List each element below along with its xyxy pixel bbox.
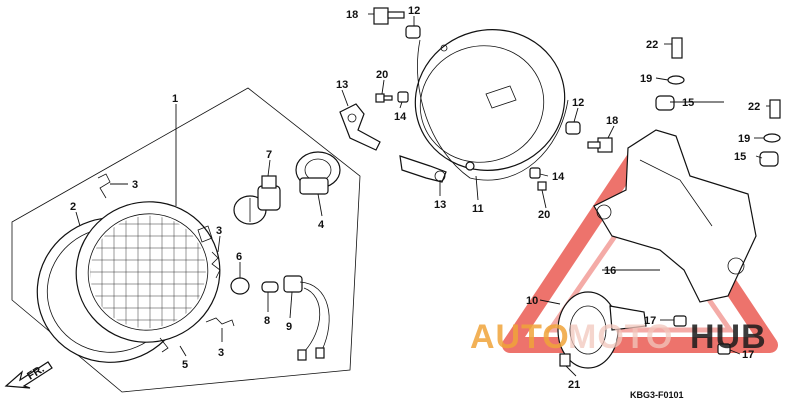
callout-22-right: 22 (748, 101, 760, 113)
callout-15-top: 15 (682, 97, 694, 109)
clip-spring-mid (211, 251, 221, 279)
callout-22-top: 22 (646, 39, 658, 51)
front-arrow-icon (4, 361, 53, 389)
watermark: AUTO MOTO HUB (470, 318, 767, 356)
mounting-bracket-left-bottom (399, 155, 447, 183)
watermark-auto: AUTO (470, 318, 570, 356)
callout-20-left: 20 (376, 69, 388, 81)
callout-20-right: 20 (538, 209, 550, 221)
clip-spring-bottom (205, 317, 235, 327)
case-collar-top (405, 25, 421, 39)
case-screw-left (375, 93, 393, 103)
callout-18-right: 18 (606, 115, 618, 127)
callout-18-top: 18 (346, 9, 358, 21)
position-socket-wire (283, 275, 330, 361)
callout-6: 6 (236, 251, 242, 263)
callout-13-top: 13 (336, 79, 348, 91)
callout-14-left: 14 (394, 111, 407, 123)
stay-bolt-lower (769, 99, 781, 119)
stay-rubber-lower (759, 151, 779, 167)
bulb-socket (295, 151, 341, 195)
callout-11: 11 (472, 203, 484, 215)
horn-nut-right (717, 343, 731, 355)
headlight-lens-unit (75, 200, 221, 353)
case-collar-right (565, 121, 581, 135)
position-grommet (230, 277, 250, 295)
callout-3-top: 3 (132, 179, 138, 191)
callout-1: 1 (172, 93, 178, 105)
callout-12-top: 12 (408, 5, 420, 17)
callout-21: 21 (568, 379, 580, 391)
case-bolt-top (373, 7, 405, 25)
horn-bolt (559, 353, 571, 367)
callout-3-bottom: 3 (218, 347, 224, 359)
callout-10: 10 (526, 295, 538, 307)
stay-washer-lower (763, 133, 781, 143)
watermark-hub: HUB (690, 318, 767, 356)
case-screw-right (537, 181, 547, 191)
clip-spring-top (97, 173, 111, 199)
callout-17-right: 17 (742, 349, 754, 361)
part-code: KBG3-F0101 (630, 390, 684, 400)
case-nut-right (529, 167, 541, 179)
position-bulb (261, 281, 279, 293)
headlight-bulb (233, 175, 281, 225)
watermark-moto: MOTO (568, 318, 673, 356)
callout-5: 5 (182, 359, 188, 371)
callout-8: 8 (264, 315, 270, 327)
stay-washer-upper (667, 75, 685, 85)
callout-7: 7 (266, 149, 272, 161)
callout-19-right: 19 (738, 133, 750, 145)
callout-15-right: 15 (734, 151, 746, 163)
case-bolt-right (587, 137, 613, 153)
callout-19-top: 19 (640, 73, 652, 85)
callout-2: 2 (70, 201, 76, 213)
callout-4: 4 (318, 219, 325, 231)
callout-14-right: 14 (552, 171, 565, 183)
callout-12-right: 12 (572, 97, 584, 109)
callout-3-mid: 3 (216, 225, 222, 237)
callout-9: 9 (286, 321, 292, 333)
headlight-case (414, 29, 569, 181)
callouts: 1 2 3 3 3 4 5 6 7 8 9 10 11 12 12 13 13 … (70, 5, 760, 391)
headlight-stay (593, 129, 757, 303)
horn (557, 291, 647, 369)
assembly-outline (11, 87, 361, 393)
stay-bolt-upper (671, 37, 683, 59)
leader-lines (75, 13, 770, 377)
mounting-bracket-left-top (339, 103, 381, 151)
callout-13-bottom: 13 (434, 199, 446, 211)
callout-17-left: 17 (644, 315, 656, 327)
stay-rubber-upper (655, 95, 675, 111)
horn-nut-left (673, 315, 687, 327)
callout-16: 16 (604, 265, 616, 277)
case-nut-left (397, 91, 409, 103)
